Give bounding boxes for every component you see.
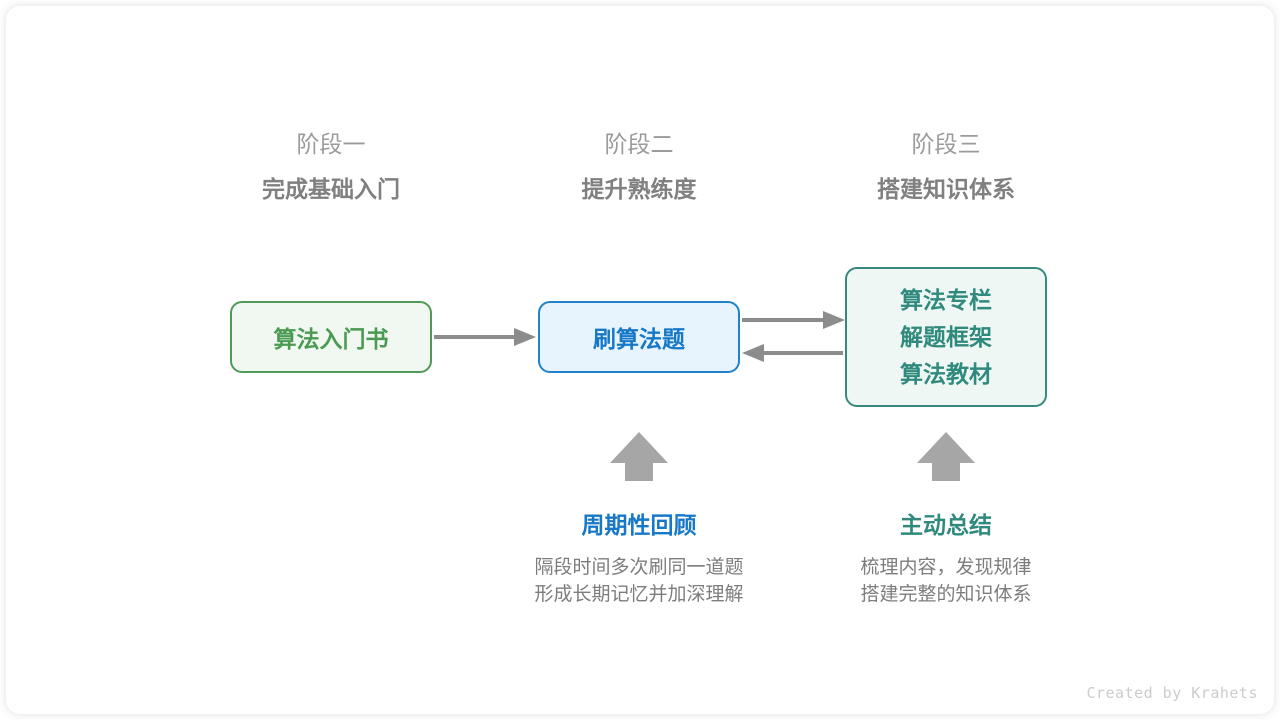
node-algorithm-intro-book[interactable]: 算法入门书	[230, 301, 432, 373]
node-practice-label: 刷算法题	[593, 326, 685, 352]
caption-1-line-1: 隔段时间多次刷同一道题	[534, 557, 744, 578]
caption-2-body: 梳理内容，发现规律 搭建完整的知识体系	[796, 554, 1096, 608]
stage-3-title: 搭建知识体系	[877, 176, 1015, 202]
node-resources-line-2: 解题框架	[900, 323, 992, 350]
caption-2-line-2: 搭建完整的知识体系	[860, 584, 1032, 605]
caption-active-summary: 主动总结 梳理内容，发现规律 搭建完整的知识体系	[796, 510, 1096, 608]
stage-header-1: 阶段一 完成基础入门	[201, 129, 461, 205]
caption-1-line-2: 形成长期记忆并加深理解	[534, 584, 744, 605]
stage-2-subtitle: 阶段二	[604, 131, 674, 157]
caption-periodic-review: 周期性回顾 隔段时间多次刷同一道题 形成长期记忆并加深理解	[489, 510, 789, 608]
stage-header-2: 阶段二 提升熟练度	[509, 129, 769, 205]
caption-1-title: 周期性回顾	[581, 512, 697, 538]
stage-2-title: 提升熟练度	[581, 176, 697, 202]
node-resources-line-3: 算法教材	[900, 360, 992, 387]
node-learning-resources[interactable]: 算法专栏 解题框架 算法教材	[845, 267, 1047, 407]
node-practice-problems[interactable]: 刷算法题	[538, 301, 740, 373]
stage-1-title: 完成基础入门	[262, 176, 400, 202]
node-resources-line-1: 算法专栏	[900, 286, 992, 313]
node-book-label: 算法入门书	[273, 326, 389, 352]
caption-2-title: 主动总结	[900, 512, 992, 538]
caption-2-line-1: 梳理内容，发现规律	[860, 557, 1032, 578]
stage-header-3: 阶段三 搭建知识体系	[816, 129, 1076, 205]
footer-credit: Created by Krahets	[1086, 684, 1258, 702]
stage-1-subtitle: 阶段一	[296, 131, 366, 157]
caption-1-body: 隔段时间多次刷同一道题 形成长期记忆并加深理解	[489, 554, 789, 608]
stage-3-subtitle: 阶段三	[911, 131, 981, 157]
